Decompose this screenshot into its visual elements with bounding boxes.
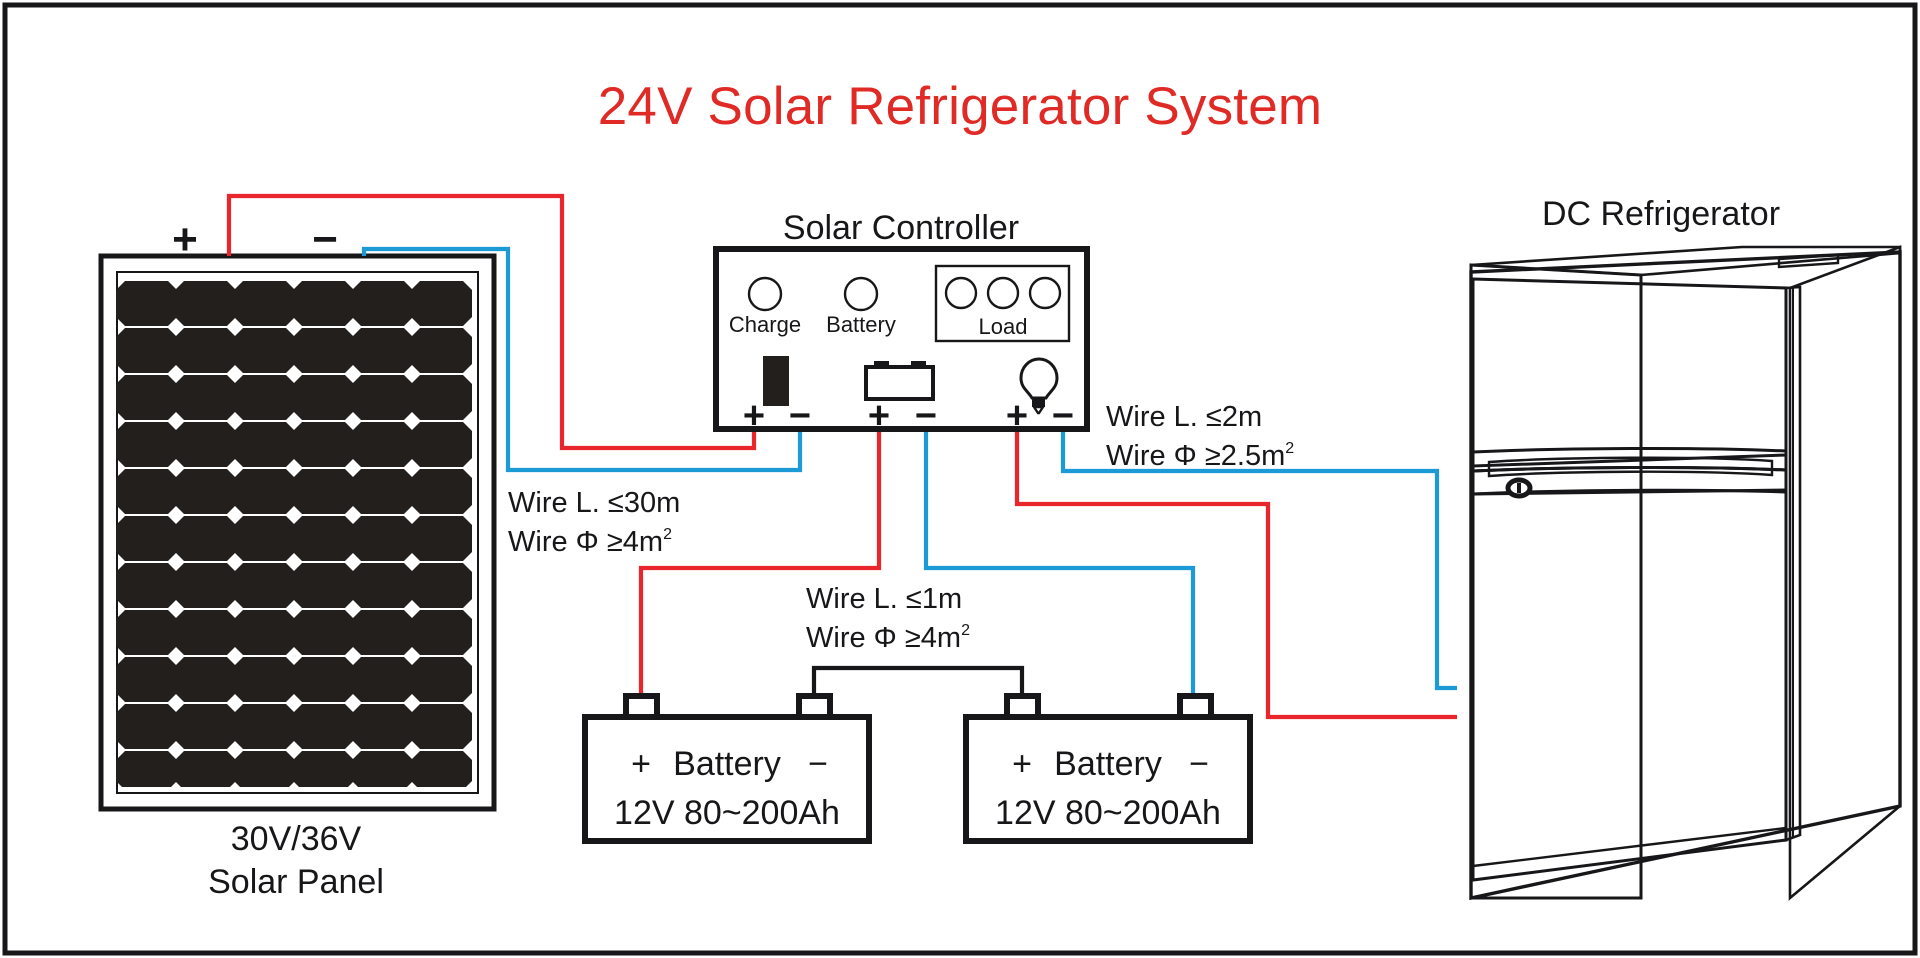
wire-controller-load-plus-to-fridge — [1014, 432, 1457, 720]
battery-1-plus-label: + — [631, 745, 651, 783]
battery-2-plus-terminal — [1004, 693, 1041, 720]
wire-spec-length: Wire L. ≤30m — [508, 487, 680, 519]
battery-2-body — [963, 714, 1253, 844]
wire-spec-panel-to-controller: Wire L. ≤30m Wire Φ ≥4m2 — [508, 487, 680, 558]
load-led-group-label: Load — [979, 314, 1028, 339]
fridge-freezer-handle — [1487, 456, 1774, 478]
wire-spec-gauge: Wire Φ ≥2.5m2 — [1106, 440, 1294, 472]
fridge-door-bottom-lip — [1472, 826, 1787, 868]
terminal-light-bulb-icon — [1019, 357, 1059, 415]
battery-2: + Battery − 12V 80~200Ah — [963, 693, 1253, 844]
charge-led-icon — [747, 276, 783, 312]
charge-led-label: Charge — [729, 312, 801, 337]
load-led-icon-2 — [986, 276, 1020, 310]
battery-1-minus-terminal — [796, 693, 833, 720]
wire-spec-gauge: Wire Φ ≥4m2 — [806, 622, 970, 654]
terminal-battery-plus: + — [868, 395, 890, 437]
terminal-solar-minus: − — [789, 395, 811, 437]
battery-2-minus-label: − — [1189, 745, 1209, 783]
battery-1: + Battery − 12V 80~200Ah — [582, 693, 872, 844]
terminal-solar-plus: + — [743, 395, 765, 437]
battery-2-spec: 12V 80~200Ah — [995, 794, 1221, 832]
wire-controller-to-battery2-minus — [923, 432, 1196, 702]
wire-panel-plus-to-controller — [226, 193, 757, 451]
load-led-icon-1 — [944, 276, 978, 310]
battery-1-plus-terminal — [623, 693, 660, 720]
terminal-battery-minus: − — [915, 395, 937, 437]
wire-spec-length: Wire L. ≤2m — [1106, 401, 1262, 433]
wire-spec-controller-to-battery: Wire L. ≤1m Wire Φ ≥4m2 — [806, 583, 970, 654]
dc-refrigerator — [1469, 245, 1902, 901]
battery-1-minus-label: − — [808, 745, 828, 783]
battery-2-minus-terminal — [1177, 693, 1214, 720]
battery-1-body — [582, 714, 872, 844]
wire-spec-controller-to-load: Wire L. ≤2m Wire Φ ≥2.5m2 — [1106, 401, 1294, 472]
wire-spec-gauge-sup: 2 — [1285, 440, 1294, 457]
fridge-badge-bar-icon — [1517, 483, 1521, 493]
solar-controller-title: Solar Controller — [783, 209, 1019, 247]
wire-controller-to-battery1-plus — [638, 432, 882, 702]
battery-2-plus-label: + — [1012, 745, 1032, 783]
wire-spec-gauge-text: Wire Φ ≥4m — [508, 526, 663, 558]
solar-panel-minus-label: − — [312, 215, 338, 264]
solar-controller: Solar Controller Charge Battery Load + — [713, 209, 1090, 437]
solar-panel-plus-label: + — [172, 215, 198, 264]
wire-panel-minus-to-controller — [361, 246, 803, 473]
battery-1-spec: 12V 80~200Ah — [614, 794, 840, 832]
fridge-cabinet-outline — [1469, 250, 1902, 901]
terminal-load-minus: − — [1052, 395, 1074, 437]
load-led-icon-3 — [1028, 276, 1062, 310]
refrigerator-title: DC Refrigerator — [1542, 195, 1780, 233]
battery-1-name: Battery — [673, 745, 781, 783]
wire-spec-gauge-sup: 2 — [961, 622, 970, 639]
terminal-battery-icon — [864, 361, 935, 401]
fridge-top-latch — [1777, 253, 1840, 269]
wire-controller-load-minus-to-fridge — [1060, 432, 1457, 691]
battery-led-icon — [843, 276, 879, 312]
solar-cell-grid — [116, 281, 472, 787]
wire-spec-length: Wire L. ≤1m — [806, 583, 962, 615]
wire-spec-gauge-sup: 2 — [663, 526, 672, 543]
page-title: 24V Solar Refrigerator System — [598, 77, 1323, 136]
terminal-solar-panel-icon — [763, 356, 789, 406]
solar-panel-caption-line2: Solar Panel — [208, 863, 384, 901]
wire-spec-gauge-text: Wire Φ ≥2.5m — [1106, 440, 1285, 472]
battery-series-jumper-wire — [811, 665, 1025, 702]
battery-2-name: Battery — [1054, 745, 1162, 783]
solar-panel-caption-line1: 30V/36V — [231, 820, 362, 858]
battery-led-label: Battery — [826, 312, 896, 337]
terminal-load-plus: + — [1006, 395, 1028, 437]
wire-spec-gauge-text: Wire Φ ≥4m — [806, 622, 961, 654]
solar-panel: + − 30V/36V Solar Panel — [98, 215, 497, 901]
wire-spec-gauge: Wire Φ ≥4m2 — [508, 526, 672, 558]
fridge-door-edge — [1784, 285, 1802, 842]
